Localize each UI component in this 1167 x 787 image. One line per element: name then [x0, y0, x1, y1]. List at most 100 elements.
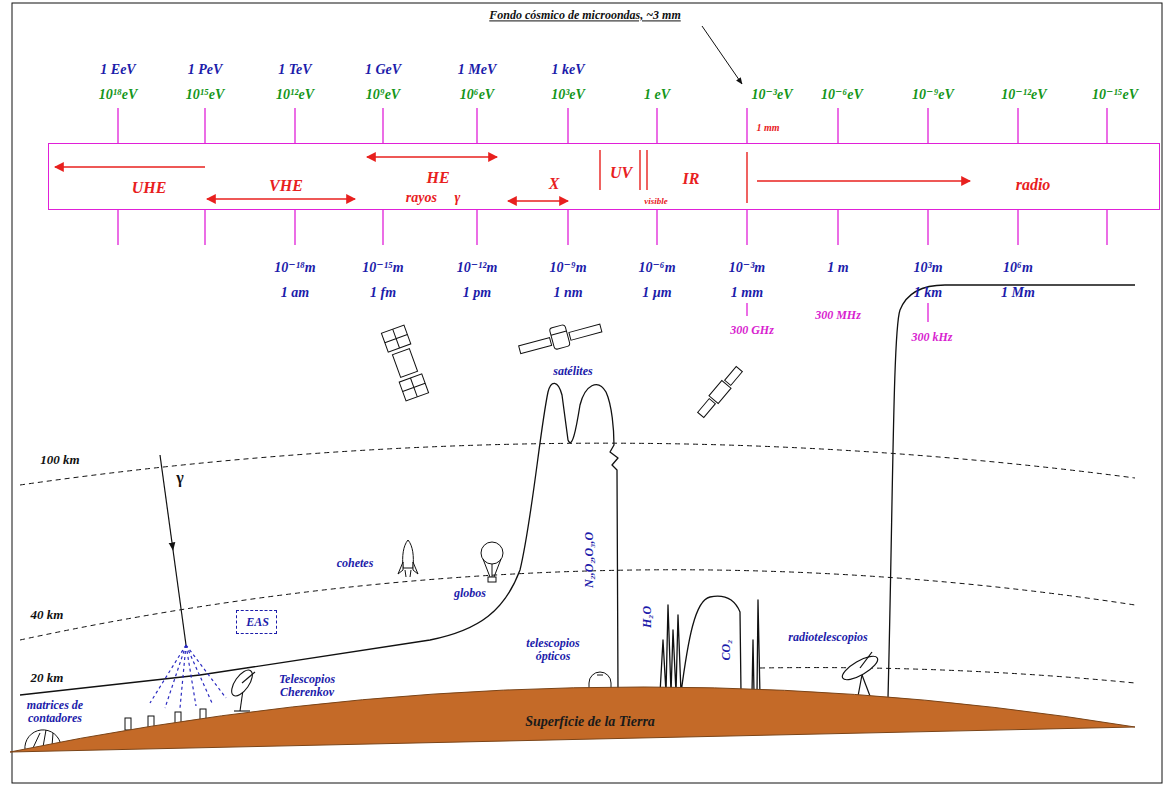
scale-tick [927, 108, 928, 143]
annotation: N₂,O₂,O₃,O [583, 532, 596, 588]
scale-tick [837, 108, 838, 143]
energy-value: 10⁶eV [460, 87, 494, 102]
energy-value: 10¹⁵eV [186, 87, 225, 102]
scale-tick [1017, 210, 1018, 245]
scale-value: 10⁶m [1003, 260, 1033, 275]
rocket [398, 540, 418, 577]
scale-value: 1 mm [731, 285, 763, 300]
scale-value: 10⁻¹⁵m [362, 260, 403, 275]
range-arrow [508, 200, 568, 201]
gamma-ray [160, 455, 173, 550]
energy-value: 10¹⁸eV [99, 87, 138, 102]
scale-value: 10⁻¹⁸m [274, 260, 315, 275]
range-arrow [207, 198, 355, 199]
earth-surface: Superficie de la Tierra [10, 685, 1135, 755]
scale-tick [656, 210, 657, 245]
altitude-label: 100 km [40, 453, 79, 467]
scale-tick [656, 108, 657, 143]
scale-value: 10⁻⁹m [549, 260, 586, 275]
satellite [516, 316, 603, 359]
range-arrow [367, 156, 497, 157]
scale-value: 10⁻³m [729, 260, 765, 275]
altitude-line [20, 570, 1135, 640]
scale-tick [382, 108, 383, 143]
satellite [549, 324, 570, 349]
eas-box: EAS [236, 610, 277, 634]
satellite [381, 325, 428, 401]
node-label: X [549, 175, 560, 193]
energy-value: 10¹²eV [276, 87, 314, 102]
range-arrow [746, 152, 747, 203]
scale-note: 1 mm [756, 122, 779, 133]
scale-value: 1 fm [370, 285, 396, 300]
scale-tick [1106, 108, 1107, 143]
scale-tick [927, 303, 928, 322]
satellite [551, 331, 566, 335]
node-label: HE [426, 169, 449, 187]
scale-value: 1 µm [642, 285, 671, 300]
frequency-value: 300 GHz [730, 324, 774, 337]
scale-tick [476, 108, 477, 143]
scale-tick [746, 210, 747, 245]
air-shower [165, 645, 186, 708]
scale-tick [746, 303, 747, 316]
rocket [398, 562, 418, 574]
satellite [725, 366, 743, 385]
spectrum-band: UHEVHEHErayos γXUVvisibleIRradio [48, 143, 1160, 210]
balloon [481, 542, 503, 582]
annotation: globos [454, 587, 486, 600]
node-label: visible [644, 197, 668, 207]
node-label: VHE [269, 177, 303, 195]
node-label: radio [1016, 176, 1051, 194]
scale-tick [294, 108, 295, 143]
range-arrow [55, 166, 205, 167]
energy-value: 10⁻¹²eV [1001, 87, 1046, 102]
node-label: UV [610, 164, 632, 182]
annotation: CO₂ [720, 640, 733, 661]
scale-value: 1 nm [553, 285, 582, 300]
annotation: satélites [553, 365, 592, 378]
scale-value: 10³m [913, 260, 942, 275]
satellite [381, 325, 428, 401]
scale-tick [294, 210, 295, 245]
energy-value: 1 eV [644, 87, 670, 102]
annotation: telescopios ópticos [511, 637, 596, 663]
annotation: radiotelescopios [788, 631, 867, 644]
scale-tick [118, 108, 1107, 322]
annotation: cohetes [337, 557, 374, 570]
cherenkov-telescope [234, 710, 250, 711]
earth-shape [10, 687, 1135, 752]
energy-value: 10⁻¹⁵eV [1092, 87, 1138, 102]
scale-value: 1 m [827, 260, 848, 275]
scale-value: 1 GeV [365, 62, 401, 77]
altitude-label: 20 km [31, 671, 64, 685]
balloon [483, 559, 501, 577]
scale-tick [837, 210, 838, 245]
altitude-label: 40 km [31, 608, 64, 622]
radio-telescope [839, 652, 881, 696]
scale-value: 1 Mm [1001, 285, 1035, 300]
range-arrow [55, 150, 970, 203]
air-shower [150, 645, 186, 703]
scale-value: 1 pm [463, 285, 491, 300]
frame [12, 3, 1162, 783]
range-arrow [599, 150, 600, 190]
leader-arrow [702, 26, 742, 84]
optical-telescope [597, 675, 603, 676]
balloon [481, 542, 503, 564]
scale-tick [476, 210, 477, 245]
scale-tick [927, 210, 928, 245]
scale-tick [204, 108, 205, 143]
energy-value: 10⁻⁶eV [821, 87, 863, 102]
scale-tick [1106, 210, 1107, 245]
scale-tick [382, 210, 383, 245]
scale-value: 1 TeV [278, 62, 311, 77]
radio-telescope [862, 675, 870, 696]
satellite [519, 338, 552, 354]
rocket [405, 570, 411, 577]
energy-value: 10⁹eV [366, 87, 400, 102]
scale-tick [567, 108, 568, 143]
annotation: H₂O [641, 606, 654, 628]
